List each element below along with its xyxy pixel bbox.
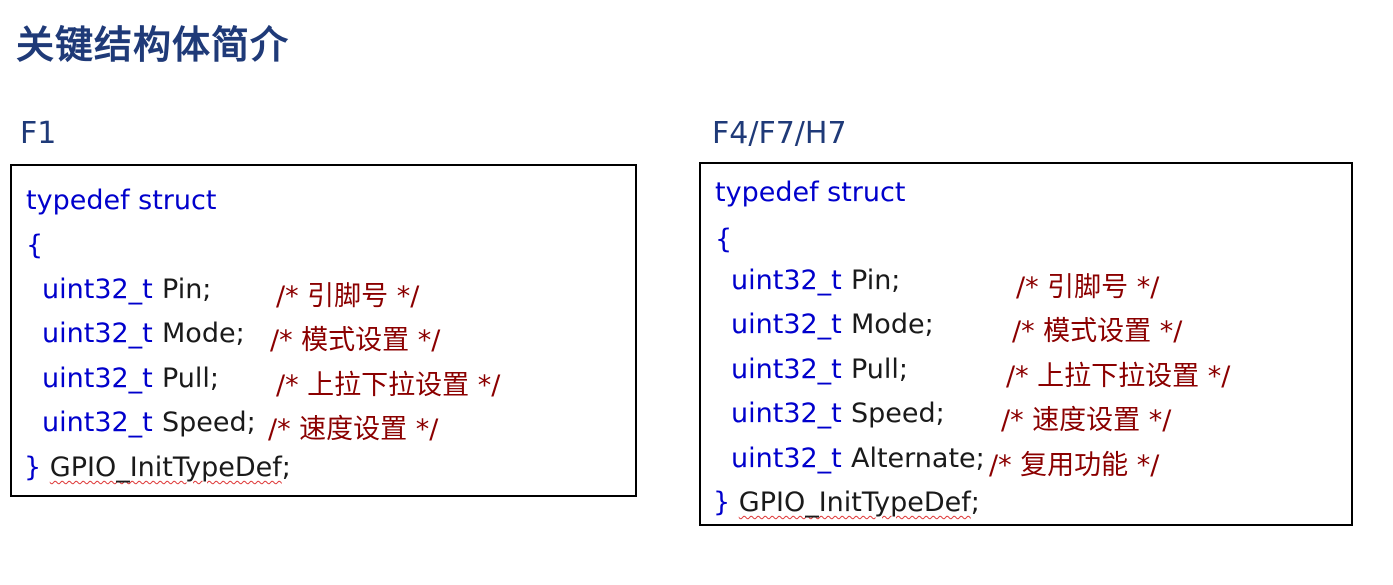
f4-struct-name: GPIO_InitTypeDef (738, 487, 971, 518)
f1-semicolon: ; (281, 452, 291, 483)
f1-field-type: uint32_t (42, 274, 153, 305)
f1-field-name: Mode; (162, 318, 245, 349)
f1-field-type: uint32_t (42, 407, 153, 438)
f4-field-name: Alternate; (851, 443, 985, 474)
f4-field-comment: /* 引脚号 */ (1016, 272, 1160, 303)
f4-field-comment: /* 上拉下拉设置 */ (1006, 361, 1231, 392)
f4-field-comment: /* 复用功能 */ (989, 450, 1160, 481)
f4-semicolon: ; (970, 487, 980, 518)
f4-typedef: typedef struct (715, 177, 906, 208)
f1-close-brace: } (24, 452, 42, 483)
f4-struct-close: } GPIO_InitTypeDef; (713, 486, 980, 520)
f1-code-box: typedef struct { uint32_t Pin; /* 引脚号 */… (10, 164, 637, 497)
f4-field-name: Speed; (851, 398, 945, 429)
f4-field-type: uint32_t (731, 398, 842, 429)
f4-field-name: Pin; (851, 265, 901, 296)
f1-open-brace: { (26, 230, 44, 261)
f4-field-comment: /* 模式设置 */ (1012, 316, 1183, 347)
f4-field-type: uint32_t (731, 354, 842, 385)
f1-field-name: Pull; (162, 363, 220, 394)
f4-field-name: Mode; (851, 309, 934, 340)
f4-open-brace: { (715, 224, 733, 255)
page-title: 关键结构体简介 (16, 23, 290, 67)
f4-field-type: uint32_t (731, 443, 842, 474)
f1-struct-name: GPIO_InitTypeDef (49, 452, 282, 483)
f1-typedef: typedef struct (26, 185, 217, 216)
f4-field-type: uint32_t (731, 309, 842, 340)
f1-struct-close: } GPIO_InitTypeDef; (24, 451, 291, 485)
f4-field-name: Pull; (851, 354, 909, 385)
f1-field-type: uint32_t (42, 363, 153, 394)
f4-field-type: uint32_t (731, 265, 842, 296)
f1-field-comment: /* 上拉下拉设置 */ (276, 370, 501, 401)
f4-label: F4/F7/H7 (712, 116, 847, 151)
f1-field-type: uint32_t (42, 318, 153, 349)
f4-close-brace: } (713, 487, 731, 518)
f1-label: F1 (20, 116, 57, 151)
f1-field-comment: /* 模式设置 */ (270, 325, 441, 356)
f1-field-name: Speed; (162, 407, 256, 438)
f1-field-name: Pin; (162, 274, 212, 305)
f1-field-comment: /* 引脚号 */ (276, 281, 420, 312)
f4-code-box: typedef struct { uint32_t Pin; /* 引脚号 */… (699, 162, 1353, 526)
f1-field-comment: /* 速度设置 */ (268, 414, 439, 445)
f4-field-comment: /* 速度设置 */ (1001, 405, 1172, 436)
